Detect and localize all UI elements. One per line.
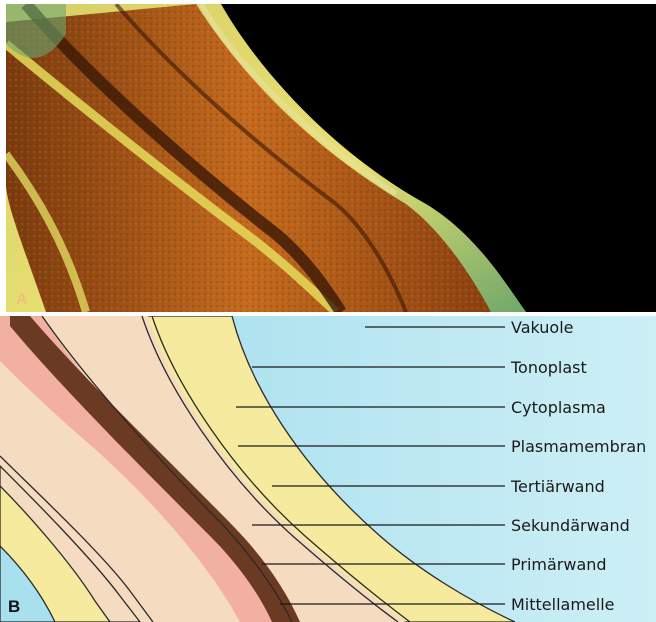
label-plasmamembran: Plasmamembran xyxy=(511,437,646,456)
label-primaerwand: Primärwand xyxy=(511,555,607,574)
diagram-panel-b: Vakuole Tonoplast Cytoplasma Plasmamembr… xyxy=(0,316,656,622)
panel-a-label: A xyxy=(16,291,28,308)
label-sekundaerwand: Sekundärwand xyxy=(511,516,630,535)
micrograph-panel-a: A xyxy=(6,4,656,312)
label-cytoplasma: Cytoplasma xyxy=(511,398,606,417)
label-vakuole: Vakuole xyxy=(511,318,574,337)
label-tonoplast: Tonoplast xyxy=(510,358,587,377)
panel-b-label: B xyxy=(8,597,20,616)
label-tertiaerwand: Tertiärwand xyxy=(510,477,605,496)
label-mittellamelle: Mittellamelle xyxy=(511,595,615,614)
